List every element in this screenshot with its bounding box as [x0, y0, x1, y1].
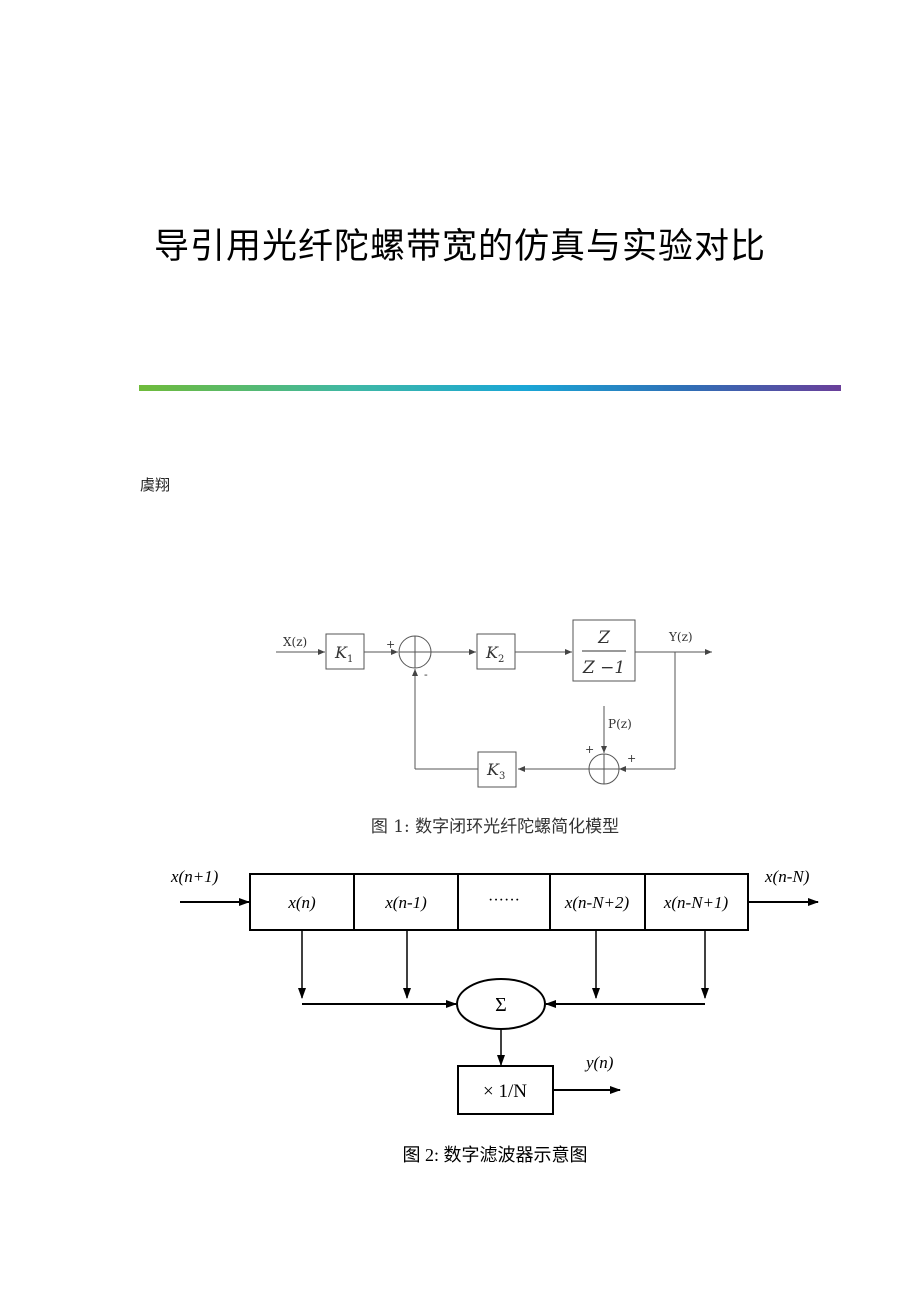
- paper-title: 导引用光纤陀螺带宽的仿真与实验对比: [153, 227, 766, 267]
- fig1-input-label: X(z): [283, 635, 307, 649]
- figure-1-diagram: X(z) Y(z) P(z) K 1 K 2 K 3 Z Z −1 + - + …: [276, 619, 712, 837]
- fig2-scale-text: × 1/N: [483, 1081, 527, 1102]
- fig1-noise-label: P(z): [608, 717, 632, 731]
- fig2-input-label: x(n+1): [170, 867, 219, 886]
- fig1-k3-text: K: [486, 760, 500, 779]
- fig2-result-label: y(n): [584, 1053, 614, 1072]
- fig2-output-label: x(n-N): [764, 867, 810, 886]
- fig2-cell: x(n-1): [384, 893, 427, 912]
- fig1-sum-plus-sign: +: [386, 638, 395, 651]
- fig1-transfer-function-block: [572, 619, 636, 682]
- title-divider: [139, 385, 841, 391]
- fig1-tf-numerator: Z: [597, 628, 611, 648]
- fig2-cell: x(n): [287, 893, 316, 912]
- fig2-sigma-symbol: Σ: [495, 994, 507, 1016]
- fig1-tf-denominator: Z −1: [582, 658, 625, 678]
- author-name: 虞翔: [140, 476, 171, 494]
- fig1-output-label: Y(z): [668, 630, 693, 644]
- fig2-cell-ellipsis: ······: [488, 892, 520, 909]
- fig1-k1-text: K: [334, 643, 348, 662]
- fig1-k1-subscript: 1: [347, 654, 353, 665]
- fig1-k2-subscript: 2: [498, 654, 504, 665]
- fig2-cell: x(n-N+2): [564, 893, 630, 912]
- fig1-sum-minus-sign: -: [424, 668, 428, 681]
- fig1-noise-plus-sign: +: [585, 743, 594, 756]
- fig1-feedback-plus-sign: +: [627, 752, 636, 765]
- fig1-k2-text: K: [485, 643, 499, 662]
- figure-1-caption: 图 1: 数字闭环光纤陀螺简化模型: [371, 817, 619, 837]
- figure-2-caption: 图 2: 数字滤波器示意图: [402, 1145, 587, 1165]
- fig2-cell: x(n-N+1): [663, 893, 729, 912]
- fig1-k3-subscript: 3: [499, 771, 505, 782]
